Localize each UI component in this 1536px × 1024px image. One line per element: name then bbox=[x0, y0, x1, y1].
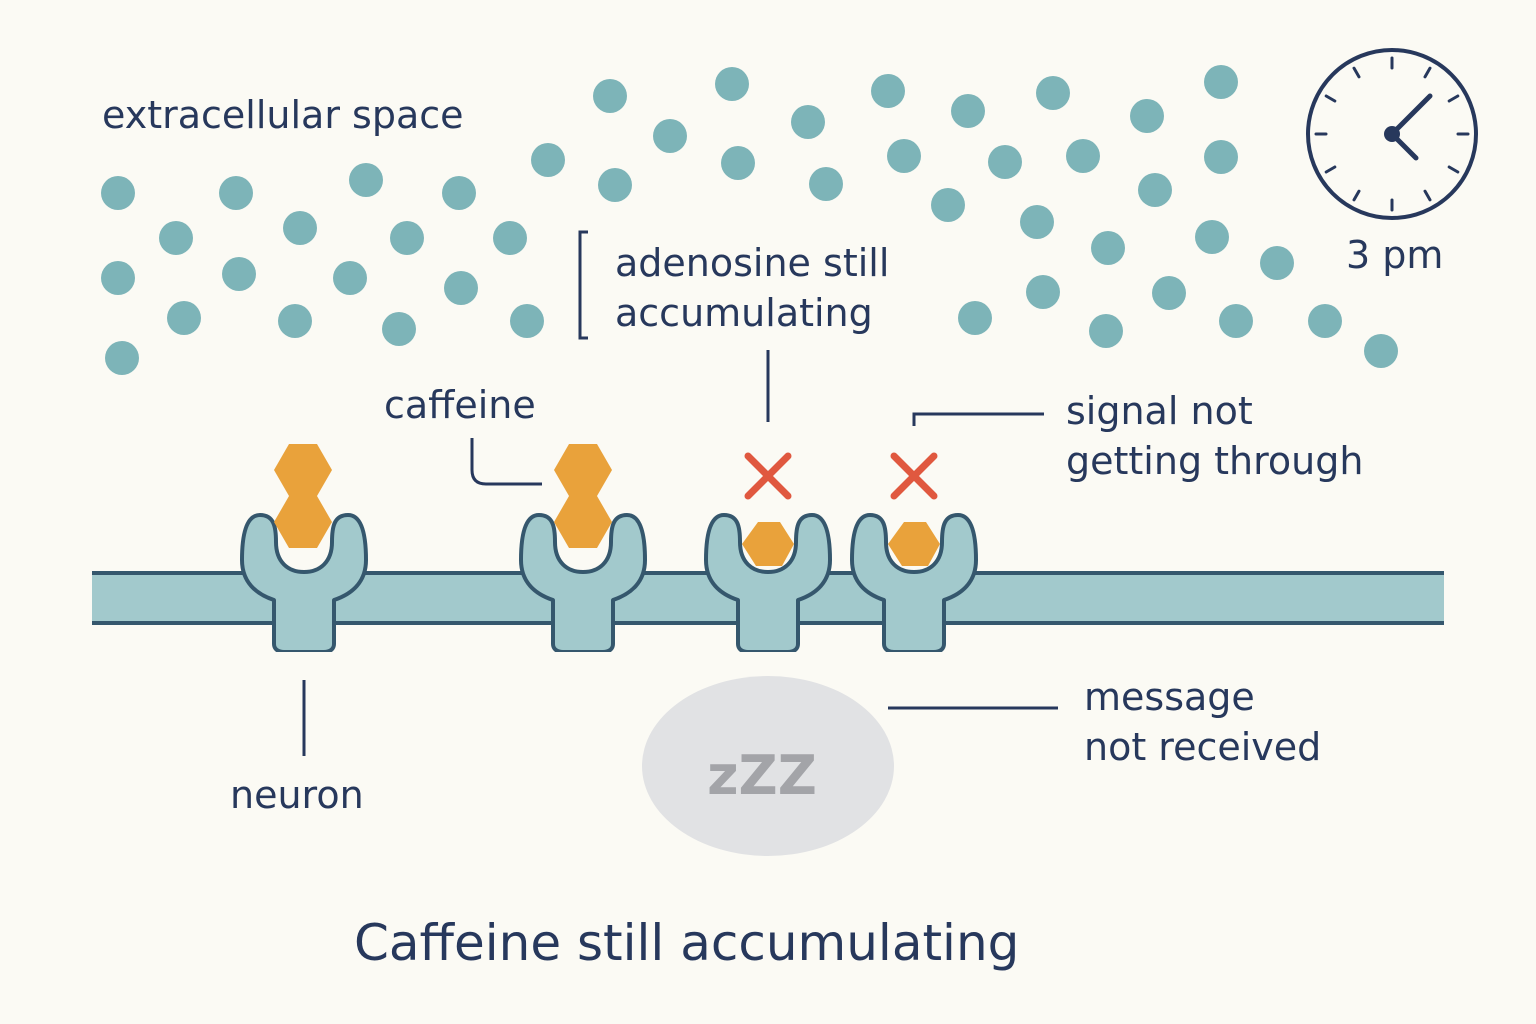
adenosine-dot bbox=[278, 304, 312, 338]
adenosine-bracket bbox=[578, 230, 588, 340]
clock-icon bbox=[1306, 48, 1478, 220]
clock-tick bbox=[1423, 189, 1432, 202]
adenosine-dot bbox=[1026, 275, 1060, 309]
adenosine-dot bbox=[1066, 139, 1100, 173]
adenosine-dot bbox=[1089, 314, 1123, 348]
adenosine-dot bbox=[1364, 334, 1398, 368]
adenosine-label-line2: accumulating bbox=[615, 291, 873, 335]
adenosine-in-receptor bbox=[742, 522, 794, 566]
clock-tick bbox=[1352, 189, 1361, 202]
adenosine-dot bbox=[1020, 205, 1054, 239]
x-mark-icon bbox=[744, 452, 792, 500]
adenosine-dot bbox=[988, 145, 1022, 179]
clock-tick bbox=[1352, 66, 1361, 79]
adenosine-dot bbox=[219, 176, 253, 210]
sleep-text: zZZ bbox=[707, 744, 817, 807]
adenosine-dot bbox=[653, 119, 687, 153]
adenosine-in-receptor bbox=[888, 522, 940, 566]
clock-tick bbox=[1324, 165, 1337, 174]
signal-label-line1: signal not bbox=[1066, 389, 1253, 433]
adenosine-dot bbox=[1152, 276, 1186, 310]
adenosine-dot bbox=[167, 301, 201, 335]
adenosine-dot bbox=[390, 221, 424, 255]
adenosine-dot bbox=[105, 341, 139, 375]
signal-label-line2: getting through bbox=[1066, 439, 1363, 483]
adenosine-dot bbox=[958, 301, 992, 335]
adenosine-dot bbox=[1138, 173, 1172, 207]
caffeine-label: caffeine bbox=[384, 383, 536, 427]
adenosine-dot bbox=[101, 261, 135, 295]
adenosine-dot bbox=[1130, 99, 1164, 133]
adenosine-dot bbox=[887, 139, 921, 173]
adenosine-dot bbox=[1204, 140, 1238, 174]
caption: Caffeine still accumulating bbox=[354, 914, 1019, 972]
adenosine-dot bbox=[101, 176, 135, 210]
caffeine-molecule bbox=[274, 444, 332, 548]
adenosine-dot bbox=[809, 167, 843, 201]
adenosine-dot bbox=[442, 176, 476, 210]
adenosine-dot bbox=[1204, 65, 1238, 99]
adenosine-dot bbox=[1091, 231, 1125, 265]
adenosine-dot bbox=[1308, 304, 1342, 338]
adenosine-label-line1: adenosine still bbox=[615, 241, 889, 285]
zzz-icon bbox=[642, 676, 894, 856]
adenosine-dot bbox=[721, 146, 755, 180]
caffeine-leader bbox=[470, 438, 542, 486]
adenosine-dot bbox=[1195, 220, 1229, 254]
leader-lines bbox=[302, 230, 1058, 756]
adenosine-dot bbox=[283, 211, 317, 245]
adenosine-dot bbox=[159, 221, 193, 255]
adenosine-dot bbox=[444, 271, 478, 305]
adenosine-dot bbox=[222, 257, 256, 291]
extracellular-space-label: extracellular space bbox=[102, 93, 464, 137]
adenosine-dot bbox=[871, 74, 905, 108]
clock-tick bbox=[1447, 94, 1460, 103]
clock-time-label: 3 pm bbox=[1346, 233, 1443, 277]
adenosine-dot bbox=[931, 188, 965, 222]
signal-leader bbox=[912, 412, 1044, 426]
adenosine-dot bbox=[1036, 76, 1070, 110]
adenosine-dot bbox=[349, 163, 383, 197]
adenosine-dot bbox=[593, 79, 627, 113]
adenosine-dot bbox=[1219, 304, 1253, 338]
adenosine-dot bbox=[598, 168, 632, 202]
adenosine-dot bbox=[333, 261, 367, 295]
message-label-line1: message bbox=[1084, 675, 1255, 719]
adenosine-dot bbox=[382, 312, 416, 346]
neuron-label: neuron bbox=[230, 773, 364, 817]
message-label-line2: not received bbox=[1084, 725, 1321, 769]
adenosine-dot bbox=[510, 304, 544, 338]
adenosine-molecules bbox=[101, 65, 1398, 375]
adenosine-dot bbox=[531, 143, 565, 177]
adenosine-dot bbox=[715, 67, 749, 101]
adenosine-dot bbox=[951, 94, 985, 128]
adenosine-dot bbox=[1260, 246, 1294, 280]
clock-tick bbox=[1447, 165, 1460, 174]
adenosine-dot bbox=[493, 221, 527, 255]
x-mark-icon bbox=[890, 452, 938, 500]
clock-tick bbox=[1423, 66, 1432, 79]
caffeine-molecule bbox=[554, 444, 612, 548]
adenosine-dot bbox=[791, 105, 825, 139]
clock-tick bbox=[1324, 94, 1337, 103]
